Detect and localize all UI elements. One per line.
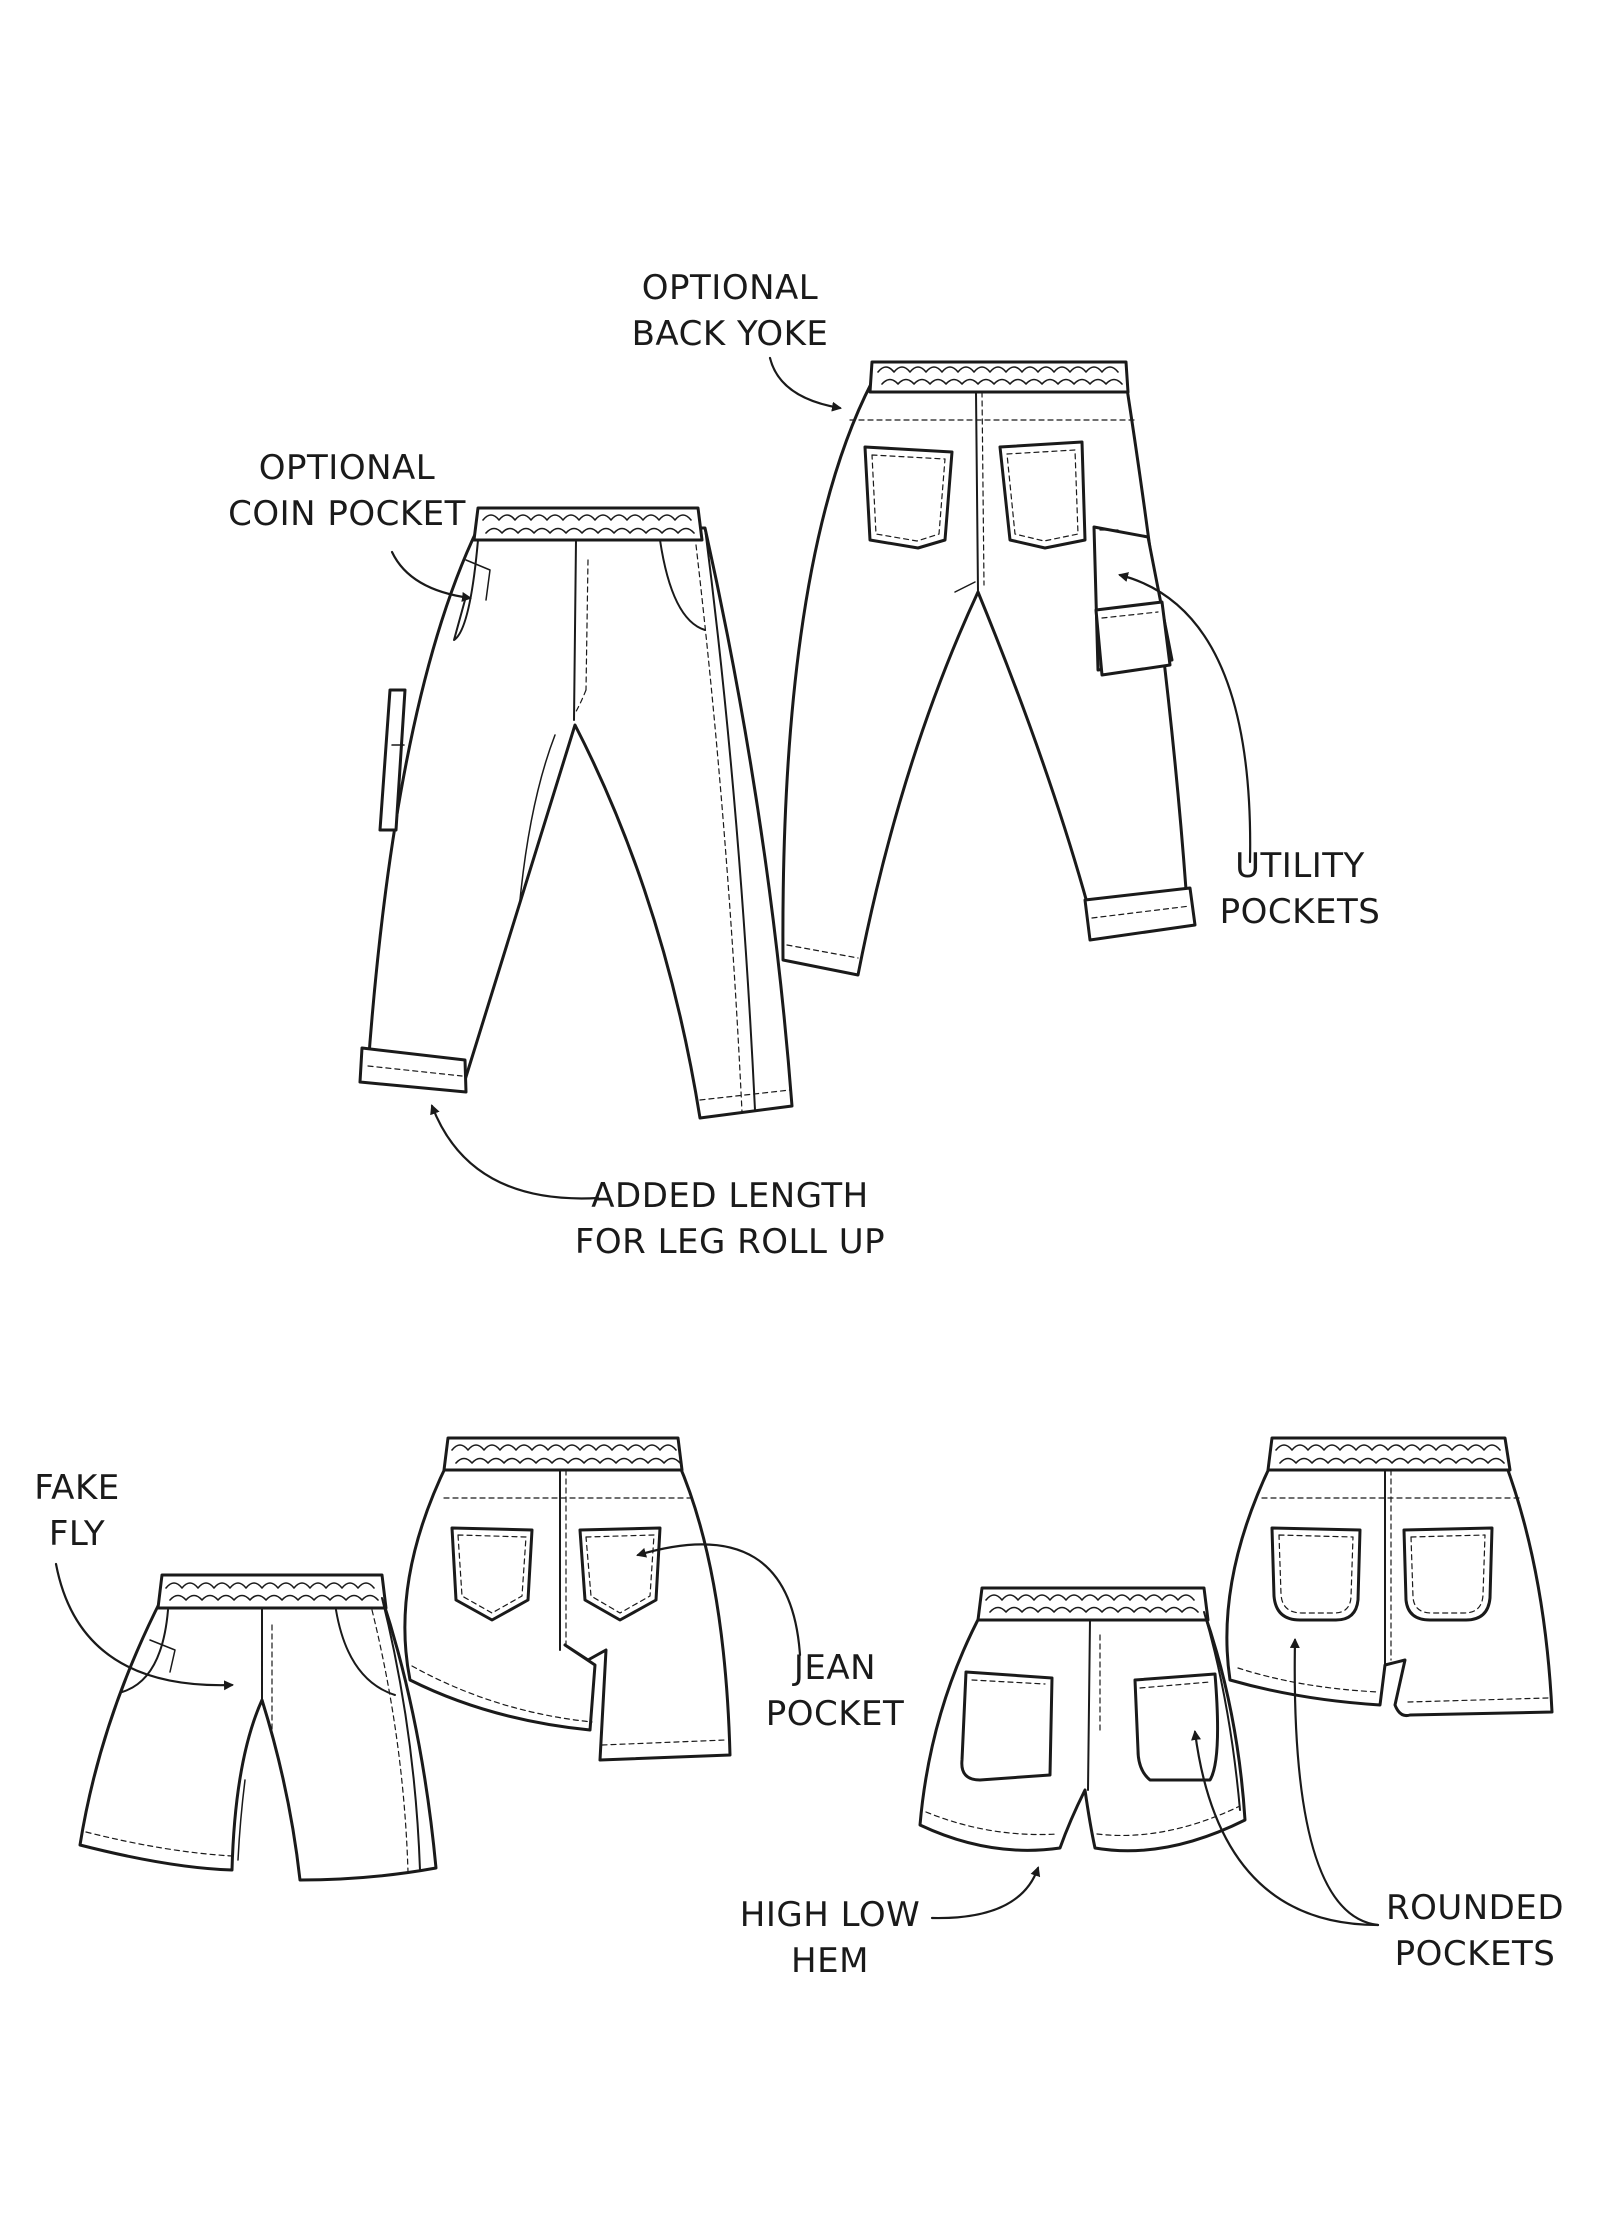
label-line: ADDED LENGTH xyxy=(591,1176,869,1216)
label-line: UTILITY xyxy=(1235,846,1365,886)
label-back-yoke: OPTIONAL BACK YOKE xyxy=(620,265,840,357)
shorts-front-fake-fly-view xyxy=(78,1573,438,1882)
label-added-length: ADDED LENGTH FOR LEG ROLL UP xyxy=(570,1173,890,1265)
label-line: COIN POCKET xyxy=(228,494,466,534)
label-line: HIGH LOW xyxy=(739,1895,921,1935)
arrow-high-low-hem xyxy=(930,1866,1041,1920)
label-utility-pockets: UTILITY POCKETS xyxy=(1205,843,1395,935)
pants-back-view xyxy=(781,360,1197,977)
label-line: FOR LEG ROLL UP xyxy=(574,1222,886,1262)
label-jean-pocket: JEAN POCKET xyxy=(750,1645,920,1737)
arrow-rounded-pocket-front xyxy=(1191,1730,1380,1927)
label-rounded-pockets: ROUNDED POCKETS xyxy=(1375,1885,1575,1977)
shorts-back-jean-view xyxy=(403,1436,732,1762)
label-line: OPTIONAL xyxy=(641,268,819,308)
arrow-added-length xyxy=(430,1104,600,1200)
pants-front-view xyxy=(358,506,794,1120)
label-line: POCKET xyxy=(765,1694,905,1734)
label-line: HEM xyxy=(791,1941,869,1981)
arrow-utility-pockets xyxy=(1118,572,1252,864)
arrow-rounded-pocket-back xyxy=(1289,1638,1380,1927)
shorts-back-rounded-view xyxy=(1225,1436,1554,1717)
arrow-fake-fly xyxy=(54,1562,234,1691)
label-high-low-hem: HIGH LOW HEM xyxy=(730,1892,930,1984)
label-line: FAKE xyxy=(34,1468,120,1508)
label-line: FLY xyxy=(48,1514,106,1554)
label-line: POCKETS xyxy=(1219,892,1381,932)
label-line: POCKETS xyxy=(1394,1934,1556,1974)
label-fake-fly: FAKE FLY xyxy=(22,1465,132,1557)
shorts-front-high-low-view xyxy=(918,1586,1247,1853)
label-coin-pocket: OPTIONAL COIN POCKET xyxy=(212,445,482,537)
arrow-coin-pocket xyxy=(390,550,472,602)
label-line: JEAN xyxy=(793,1648,877,1688)
label-line: ROUNDED xyxy=(1385,1888,1565,1928)
label-line: OPTIONAL xyxy=(258,448,436,488)
arrow-back-yoke xyxy=(768,356,842,412)
label-line: BACK YOKE xyxy=(631,314,829,354)
arrow-jean-pocket xyxy=(636,1543,802,1657)
